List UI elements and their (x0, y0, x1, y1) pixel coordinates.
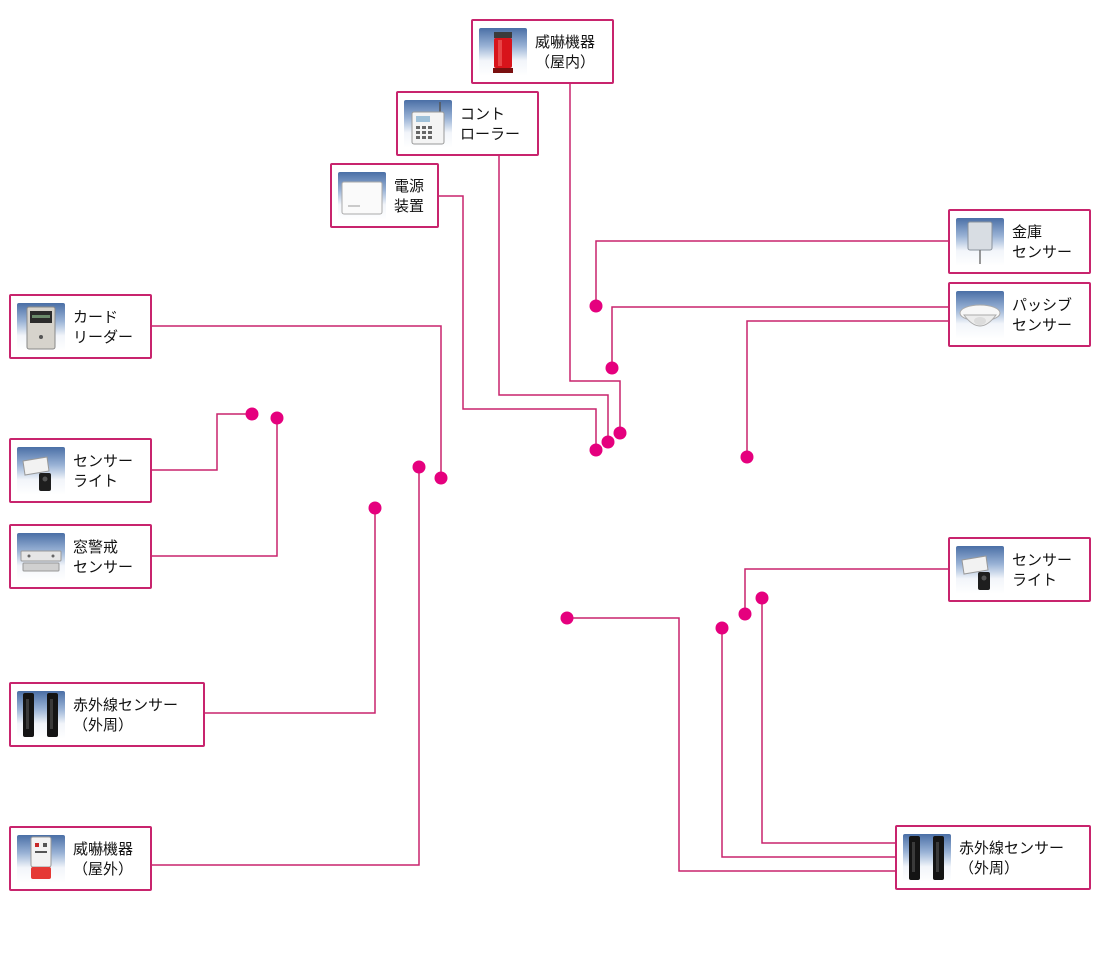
device-label-line2: センサー (1012, 242, 1073, 261)
device-label-line2: ライト (1012, 570, 1058, 589)
device-label-line1: 赤外線センサー (959, 838, 1065, 857)
device-label-line2: ライト (73, 471, 119, 490)
device-threat-indoor[interactable]: 威嚇機器 （屋内） (471, 19, 614, 84)
device-card-reader[interactable]: カード リーダー (9, 294, 152, 359)
device-label-line1: カード (73, 307, 119, 326)
wire-ir-sensor-right-a (761, 598, 895, 844)
device-sensor-light-left[interactable]: センサー ライト (9, 438, 152, 503)
endpoint-dot (434, 471, 448, 485)
wire-window-sensor (152, 418, 278, 557)
endpoint-dot (368, 501, 382, 515)
safe-sensor-icon (956, 217, 1004, 266)
endpoint-dot (412, 460, 426, 474)
endpoint-dot (560, 611, 574, 625)
device-label-line2: （外周） (959, 858, 1020, 877)
wire-ir-sensor-right-c (567, 617, 895, 872)
endpoint-dot (755, 591, 769, 605)
wire-power-unit (439, 195, 597, 450)
device-label-line1: 金庫 (1012, 222, 1043, 241)
wire-controller (498, 155, 609, 442)
sensor-light-icon (17, 446, 65, 495)
wire-ir-sensor-right-b (721, 628, 895, 858)
wire-threat-indoor (569, 84, 621, 433)
device-label-line2: センサー (1012, 315, 1073, 334)
device-label-line2: （屋外） (73, 859, 134, 878)
device-sensor-light-right[interactable]: センサー ライト (948, 537, 1091, 602)
device-label-line2: リーダー (73, 327, 134, 346)
card-reader-icon (17, 302, 65, 351)
wire-card-reader (152, 325, 442, 478)
device-power-unit[interactable]: 電源 装置 (330, 163, 439, 228)
control-panel-icon (404, 99, 452, 148)
endpoint-dot (605, 361, 619, 375)
infrared-beam-sensor-icon (17, 690, 65, 739)
endpoint-dot (589, 299, 603, 313)
device-label-line1: パッシブ (1012, 295, 1073, 314)
device-ir-sensor-left[interactable]: 赤外線センサー （外周） (9, 682, 205, 747)
passive-dome-sensor-icon (956, 290, 1004, 339)
device-label-line2: （屋内） (535, 52, 596, 71)
infrared-beam-sensor-icon (903, 833, 951, 882)
device-label-line2: （外周） (73, 715, 134, 734)
device-label-line1: 威嚇機器 (535, 32, 596, 51)
endpoint-dot (589, 443, 603, 457)
wire-threat-outdoor (152, 467, 420, 866)
wire-lines (152, 84, 948, 872)
endpoint-dot (601, 435, 615, 449)
red-rotating-siren-icon (479, 27, 527, 76)
device-label-line1: 威嚇機器 (73, 839, 134, 858)
device-label-line2: センサー (73, 557, 134, 576)
endpoint-dot (245, 407, 259, 421)
device-label-line2: 装置 (394, 196, 425, 215)
wire-sensor-light-right (744, 568, 948, 614)
device-controller[interactable]: コント ローラー (396, 91, 539, 156)
wire-ir-sensor-left (205, 508, 376, 714)
wire-passive-sensor-a (611, 306, 948, 368)
device-passive-sensor[interactable]: パッシブ センサー (948, 282, 1091, 347)
wire-sensor-light-left (152, 413, 252, 471)
device-label-line1: 赤外線センサー (73, 695, 179, 714)
power-supply-box-icon (338, 171, 386, 220)
wire-endpoints (245, 299, 769, 635)
endpoint-dot (740, 450, 754, 464)
device-safe-sensor[interactable]: 金庫 センサー (948, 209, 1091, 274)
device-label-line1: センサー (1012, 550, 1073, 569)
sensor-light-icon (956, 545, 1004, 594)
endpoint-dot (613, 426, 627, 440)
device-label-line1: センサー (73, 451, 134, 470)
device-ir-sensor-right[interactable]: 赤外線センサー （外周） (895, 825, 1091, 890)
device-label-line1: 電源 (394, 176, 425, 195)
device-label-line2: ローラー (460, 124, 521, 143)
device-threat-outdoor[interactable]: 威嚇機器 （屋外） (9, 826, 152, 891)
device-label-line1: 窓警戒 (73, 537, 119, 556)
endpoint-dot (715, 621, 729, 635)
outdoor-siren-icon (17, 834, 65, 883)
window-sensor-icon (17, 532, 65, 581)
wire-safe-sensor (595, 240, 948, 306)
endpoint-dot (270, 411, 284, 425)
wire-passive-sensor-b (746, 320, 948, 457)
device-label-line1: コント (460, 104, 506, 123)
device-window-sensor[interactable]: 窓警戒 センサー (9, 524, 152, 589)
endpoint-dot (738, 607, 752, 621)
